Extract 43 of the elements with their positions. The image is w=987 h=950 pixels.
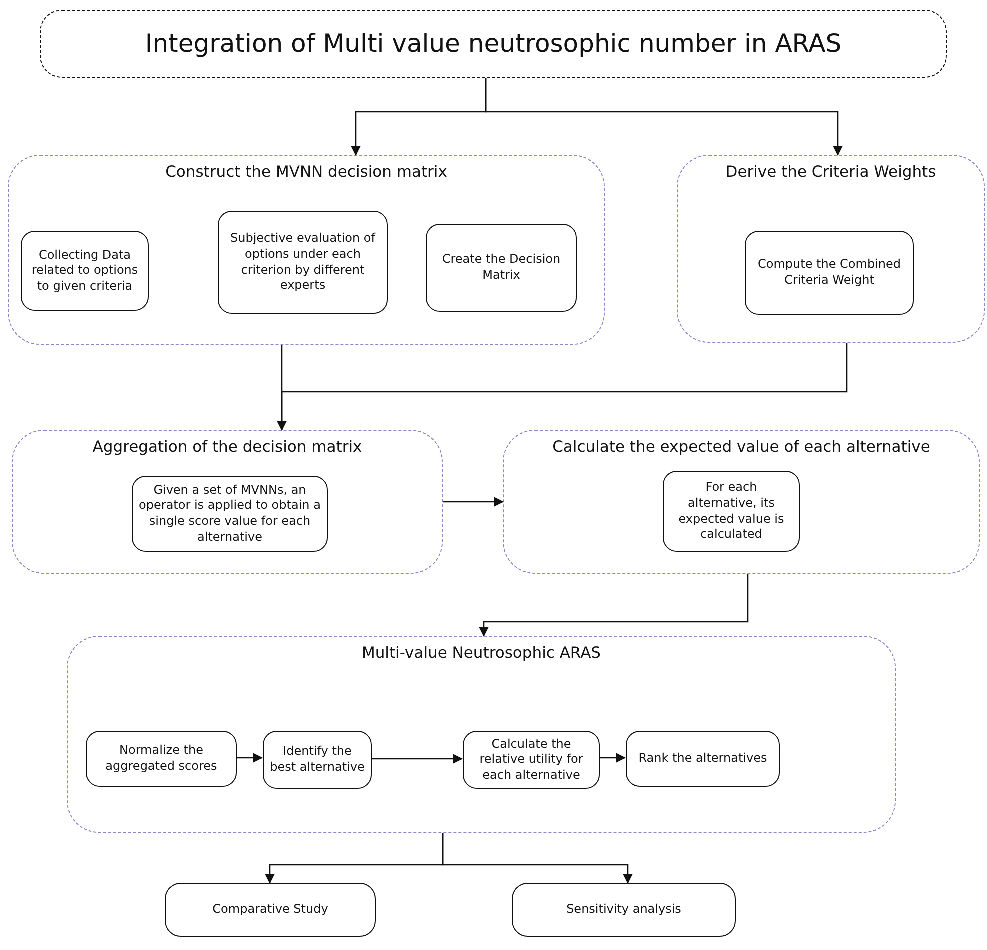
arrow	[479, 574, 749, 637]
box-label: For each alternative, its expected value is calculated	[678, 480, 786, 543]
panel-heading: Multi-value Neutrosophic ARAS	[362, 643, 602, 664]
arrow	[236, 753, 263, 763]
panel-heading: Construct the MVNN decision matrix	[166, 162, 448, 182]
arrow	[485, 78, 843, 156]
arrow	[599, 753, 626, 763]
outcome-box	[165, 883, 376, 937]
outcome-box	[512, 883, 736, 937]
arrow	[442, 833, 633, 884]
box-label: Identify the best alternative	[270, 744, 365, 776]
group-panel	[67, 636, 896, 833]
box-label: Subjective evaluation of options under each criterion by different experts	[230, 231, 377, 294]
box-label: Normalize the aggregated scores	[104, 743, 218, 775]
arrow	[443, 497, 504, 507]
box-label: Compute the Combined Criteria Weight	[756, 257, 902, 289]
arrow	[277, 343, 848, 431]
box-label: Sensitivity analysis	[566, 902, 682, 918]
box-label: Calculate the relative utility for each alternative	[478, 736, 584, 784]
group-panel	[8, 155, 605, 345]
process-box	[21, 231, 149, 311]
panel-heading: Calculate the expected value of each alternative	[552, 437, 930, 458]
process-box	[426, 224, 577, 312]
box-label: Given a set of MVNNs, an operator is applied to obtain a single score value for each alternative	[139, 482, 321, 546]
process-box	[663, 471, 800, 552]
box-label: Comparative Study	[212, 902, 328, 918]
process-box	[132, 476, 328, 552]
process-box	[86, 731, 237, 787]
panel-heading: Derive the Criteria Weights	[726, 162, 936, 182]
box-label: Collecting Data related to options to given criteria	[30, 248, 140, 294]
box-label: Create the Decision Matrix	[441, 252, 562, 284]
box-label: Rank the alternatives	[638, 751, 768, 767]
process-box	[218, 211, 388, 314]
group-panel	[503, 430, 980, 574]
process-box	[463, 731, 600, 789]
process-box	[745, 231, 914, 315]
arrow	[371, 754, 463, 764]
group-panel	[677, 155, 985, 343]
process-box	[263, 731, 372, 789]
group-panel	[12, 430, 443, 574]
box-label: Integration of Multi value neutrosophic number in ARAS	[145, 28, 842, 60]
process-box	[626, 731, 780, 787]
panel-heading: Aggregation of the decision matrix	[92, 437, 362, 458]
